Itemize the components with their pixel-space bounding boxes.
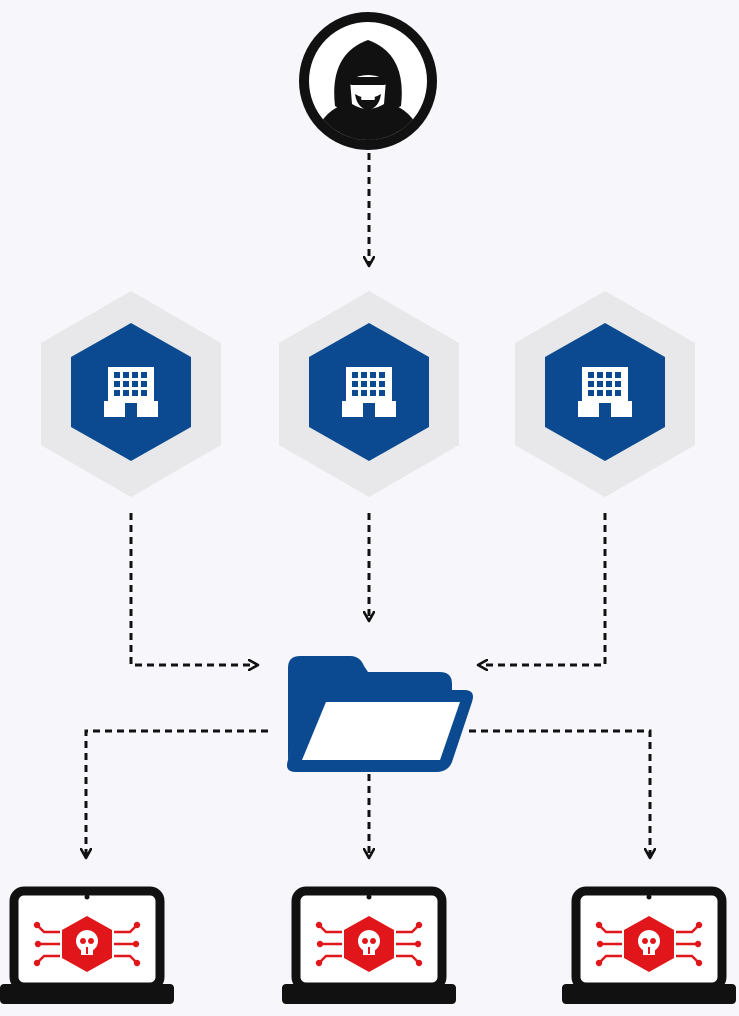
- edge-shared-folder-to-infected-device-3: [469, 729, 650, 858]
- organization-node-3: [515, 291, 695, 497]
- attacker-node: [297, 10, 439, 152]
- infected-device-node-3: [562, 886, 736, 1008]
- edge-organization-3-to-shared-folder: [478, 513, 607, 665]
- hooded-hacker-icon: [299, 12, 437, 150]
- malware-chip-icon: [315, 916, 423, 972]
- laptop-malware-icon: [562, 886, 736, 1004]
- edge-shared-folder-to-infected-device-1: [86, 729, 268, 858]
- infected-device-node-2: [282, 886, 456, 1008]
- open-folder-icon: [287, 656, 473, 772]
- office-building-icon: [515, 291, 695, 497]
- malware-chip-icon: [595, 916, 703, 972]
- laptop-malware-icon: [0, 886, 174, 1004]
- edge-organization-1-to-shared-folder: [129, 513, 258, 665]
- office-building-icon: [279, 291, 459, 497]
- shared-folder-node: [280, 648, 476, 778]
- infected-device-node-1: [0, 886, 174, 1008]
- laptop-malware-icon: [282, 886, 456, 1004]
- organization-node-1: [41, 291, 221, 497]
- office-building-icon: [41, 291, 221, 497]
- malware-chip-icon: [33, 916, 141, 972]
- organization-node-2: [279, 291, 459, 497]
